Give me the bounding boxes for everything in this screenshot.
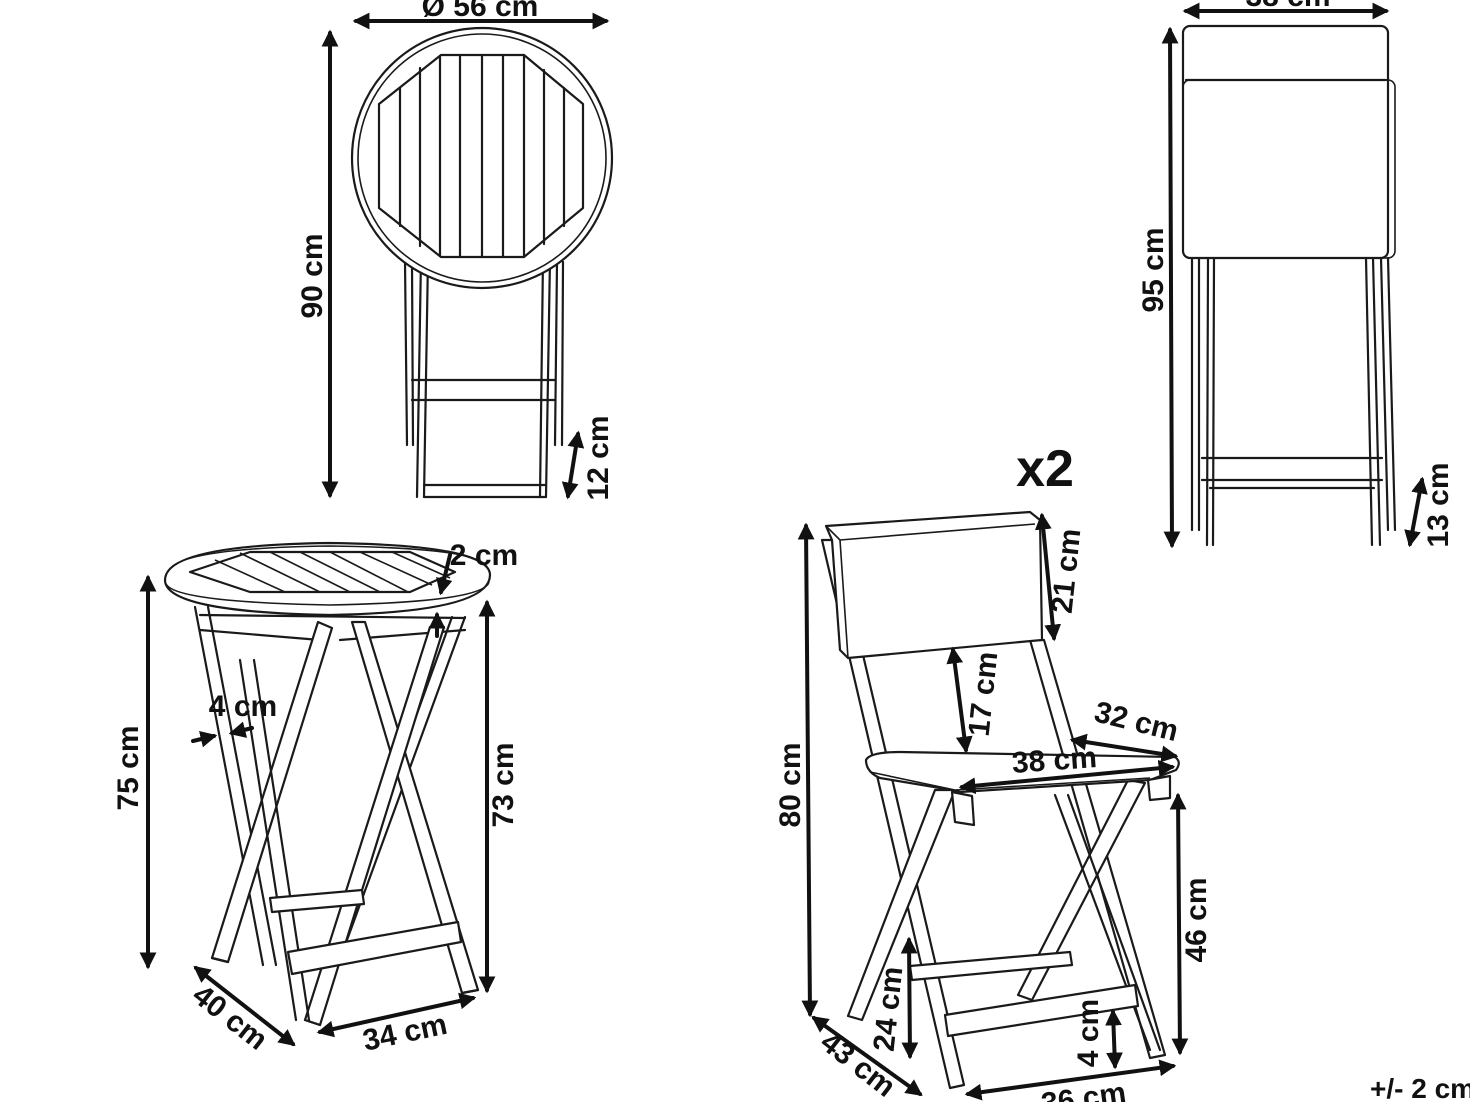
backrest-height-arrow (1034, 512, 1062, 642)
table-top-thickness-label: 2 cm (450, 539, 518, 572)
folded-table-height-label: 90 cm (296, 233, 329, 318)
foot-rail-height-label: 4 cm (1072, 999, 1105, 1067)
backrest-height-label: 21 cm (1046, 527, 1088, 615)
folded-chair-height-label: 95 cm (1137, 227, 1170, 312)
folded-table-drawing (350, 26, 614, 499)
table-height-label: 75 cm (112, 725, 145, 810)
chair-base-depth-arrow (811, 1016, 923, 1096)
folded-chair-width-label: 38 cm (1245, 0, 1330, 13)
folded-table-diameter-label: Ø 56 cm (422, 0, 539, 23)
table-leg-width-arrow-right (228, 721, 254, 738)
table-leg-width-label: 4 cm (209, 690, 277, 723)
table-top-thickness-arrow-top (436, 553, 453, 596)
seat-height-arrow (1169, 792, 1189, 1056)
foot-rail-height-arrow (1105, 1008, 1123, 1070)
seat-width-label: 38 cm (1011, 741, 1098, 780)
seat-height-label: 46 cm (1180, 877, 1213, 962)
folded-table-depth-arrow (561, 430, 585, 500)
table-base-width-arrow (316, 992, 477, 1038)
seat-depth-label: 32 cm (1091, 695, 1182, 748)
folded-chair-height-arrow (1161, 26, 1181, 549)
table-leg-width-arrow-left (191, 730, 218, 748)
folded-chair-depth-arrow (1404, 476, 1428, 548)
table-base-width-label: 34 cm (360, 1008, 450, 1058)
back-gap-height-arrow (946, 646, 973, 754)
chair-base-width-arrow (964, 1059, 1177, 1101)
chair-quantity-label: x2 (1016, 440, 1074, 498)
chair-height-label: 80 cm (774, 742, 807, 827)
table-drawing (163, 541, 492, 1027)
seat-width-arrow (958, 759, 1176, 795)
folded-table-depth-label: 12 cm (582, 415, 615, 500)
chair-height-arrow (797, 522, 819, 1018)
folded-chair-drawing (1181, 24, 1397, 547)
seat-depth-arrow (1069, 733, 1179, 763)
back-gap-height-label: 17 cm (963, 650, 1005, 738)
table-leg-height-label: 73 cm (487, 742, 520, 827)
stretcher-height-arrow (900, 936, 919, 1060)
table-base-depth-arrow (193, 965, 296, 1047)
tolerance-note: +/- 2 cm (1370, 1073, 1470, 1102)
folded-chair-depth-label: 13 cm (1422, 462, 1455, 547)
